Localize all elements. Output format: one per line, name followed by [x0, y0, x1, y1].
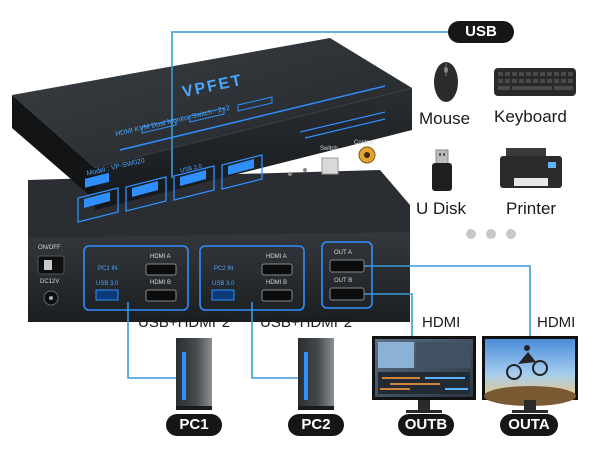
top-indicator-2 [189, 107, 225, 123]
control-label: Control [354, 140, 374, 146]
pc2-hdmi-a-label: HDMI A [266, 254, 287, 260]
front-usb-slot-1 [84, 192, 110, 208]
peripheral-label-u-disk: U Disk [416, 199, 467, 218]
power-switch-rocker [44, 260, 52, 270]
outa-cable-label: HDMI [537, 314, 576, 331]
pc1-cable-label: USB+HDMI*2 [138, 314, 231, 331]
pc2-badge: PC2 [288, 414, 344, 436]
peripheral-label-mouse: Mouse [419, 109, 471, 128]
front-usb-frame-1 [77, 187, 119, 223]
front-usb-port-icon [85, 172, 109, 188]
kvm-front-unit [12, 38, 412, 223]
out-a-label: OUT A [334, 250, 352, 256]
outa-line [364, 265, 531, 336]
front-usb-ports [77, 154, 263, 223]
pc1-hdmi-a-label: HDMI A [150, 254, 171, 260]
out-b-label: OUT B [334, 278, 353, 284]
outb-badge: OUTB [398, 414, 454, 436]
usb-drive-icon [432, 149, 452, 191]
pc1-tower-icon [176, 338, 212, 410]
front-usb-frame-2 [125, 176, 167, 212]
pc1-hdmi-a-port-icon [145, 263, 177, 276]
monitor-outa-icon [482, 336, 578, 413]
peripheral-label-keyboard: Keyboard [494, 107, 567, 126]
mouse-icon [434, 62, 458, 102]
front-usb-frame-3 [173, 165, 215, 201]
connector-lines [127, 31, 531, 379]
front-usb-frame-4 [221, 154, 263, 190]
pc2-usb30-label: USB 3.0 [212, 281, 235, 287]
top-indicator-1 [141, 118, 177, 134]
monitor-outb-icon [372, 336, 476, 413]
control-jack-hole [364, 152, 370, 158]
outa-badge: OUTA [500, 414, 558, 436]
top-stripe-3 [304, 118, 386, 139]
printer-icon [500, 148, 562, 188]
pc1-in-label: PC1 IN [98, 266, 118, 272]
pc2-in-label: PC2 IN [214, 266, 234, 272]
kvm-rear-unit [28, 170, 410, 322]
pc1-usb-port-icon [95, 289, 119, 301]
pc1-hdmi-b-port-icon [145, 289, 177, 302]
pc1-badge: PC1 [166, 414, 222, 436]
usb-line [171, 31, 448, 178]
outb-cable-label: HDMI [422, 314, 461, 331]
keyboard-icon [494, 68, 576, 96]
front-usb-slot-2 [132, 181, 158, 197]
pc1-usb30-label: USB 3.0 [96, 281, 119, 287]
usb-badge: USB [448, 21, 514, 43]
pc2-usb-port-icon [211, 289, 235, 301]
front-top-face [12, 38, 412, 168]
carousel-dot-1 [466, 229, 476, 239]
switch-label: Switch [320, 146, 338, 152]
carousel-dot-3 [506, 229, 516, 239]
pc2-tower-icon [298, 338, 334, 410]
pc2-hdmi-b-port-icon [261, 289, 293, 302]
dc-jack-pin [49, 296, 53, 300]
front-left-side [12, 95, 95, 200]
out-a-port-icon [329, 259, 365, 273]
pc2-hdmi-b-label: HDMI B [266, 280, 287, 286]
pc1-hdmi-b-label: HDMI B [150, 280, 171, 286]
out-b-port-icon [329, 287, 365, 301]
dc-label: DC12V [40, 279, 60, 285]
front-usb-slot-4 [228, 159, 254, 175]
carousel-dot-2 [486, 229, 496, 239]
rear-panel-face [28, 232, 410, 322]
pc2-line [251, 302, 298, 379]
led-2 [303, 168, 307, 172]
top-stripe-2 [299, 111, 386, 133]
top-stripe [119, 85, 386, 151]
switch-button-icon [321, 157, 339, 175]
pc1-port-group [83, 245, 189, 311]
top-indicator-3 [237, 96, 273, 112]
pc2-hdmi-a-port-icon [261, 263, 293, 276]
peripheral-label-printer: Printer [506, 199, 557, 218]
led-1 [288, 172, 292, 176]
front-usb-slot-3 [180, 170, 206, 186]
pc2-cable-label: USB+HDMI*2 [260, 314, 353, 331]
out-port-group [321, 241, 373, 309]
outb-line [364, 293, 413, 336]
pc1-line [127, 302, 176, 379]
on-off-label: ON/OFF [38, 245, 61, 251]
